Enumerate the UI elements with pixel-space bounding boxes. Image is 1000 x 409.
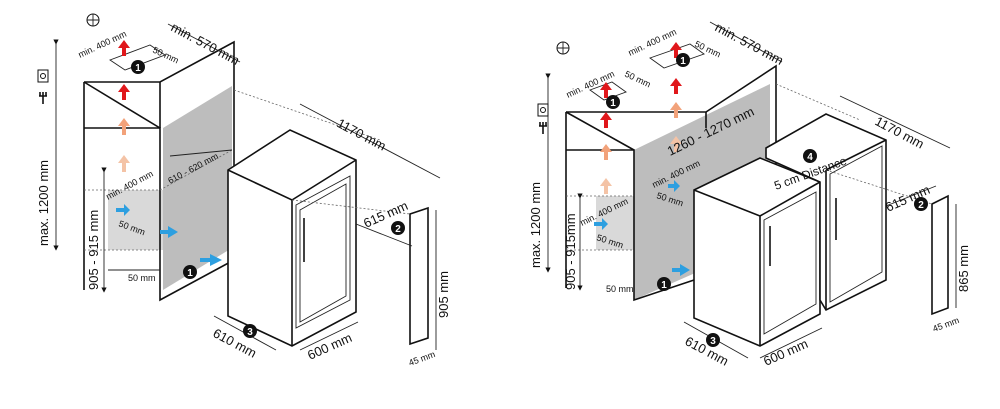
right-label-max-1200: max. 1200 mm (528, 182, 543, 268)
left-label-top-50: 50 mm (151, 45, 180, 66)
right-label-min-570: min. 570 mm (713, 19, 786, 68)
left-badge-1: 1 (183, 265, 197, 279)
arrow-up-orange-icon (600, 144, 612, 160)
left-label-bottom-50: 50 mm (128, 273, 156, 283)
left-badge-top-label: 1 (135, 63, 141, 74)
arrow-up-red-icon (670, 78, 682, 94)
arrow-up-red-icon (600, 112, 612, 128)
right-badge-1-label: 1 (661, 280, 667, 291)
left-badge-2: 2 (391, 221, 405, 235)
right-badge-1: 1 (657, 277, 671, 291)
left-label-1170: 1170 mm (335, 115, 389, 153)
right-socket-icon (537, 103, 549, 117)
right-diagram: 1 1 1 2 3 4 min. 570 mm min. 400 mm 50 m… (528, 19, 971, 368)
arrow-blue-icon (116, 204, 130, 216)
right-label-45: 45 mm (931, 315, 960, 334)
left-label-905-915: 905 - 915 mm (86, 210, 101, 290)
left-badge-1-label: 1 (187, 268, 193, 279)
arrow-up-orange-icon (670, 102, 682, 118)
left-airflow-arrows (116, 40, 222, 266)
right-badge-4-label: 4 (807, 152, 813, 163)
right-label-905-915: 905 - 915mm (563, 213, 578, 290)
right-label-50-b: 50 mm (623, 69, 652, 90)
right-badge-top-2-label: 1 (610, 98, 616, 109)
right-appliance-back (765, 113, 949, 316)
right-airflow-arrows (594, 42, 690, 276)
right-badge-3-label: 3 (710, 336, 716, 347)
arrow-up-peach-icon (600, 178, 612, 194)
left-badge-2-label: 2 (395, 224, 401, 235)
right-plug-icon (539, 122, 547, 134)
left-socket-icon (37, 69, 49, 83)
left-badge-3-label: 3 (247, 327, 253, 338)
arrow-blue-icon (672, 264, 690, 276)
right-label-min-400-b: min. 400 mm (565, 69, 616, 100)
left-badge-3: 3 (243, 324, 257, 338)
left-diagram: 1 1 2 3 min. 570 mm min. 400 mm 50 mm ma… (36, 13, 451, 368)
left-top-vent (109, 44, 166, 71)
left-badge-top: 1 (131, 60, 145, 74)
arrow-up-red-icon (670, 42, 682, 58)
right-label-bottom-50: 50 mm (606, 284, 634, 294)
right-badge-4: 4 (803, 149, 817, 163)
right-badge-3: 3 (706, 333, 720, 347)
arrow-blue-icon (200, 254, 222, 266)
arrow-up-red-icon (118, 40, 130, 56)
right-badge-top-1-label: 1 (680, 56, 686, 67)
right-badge-top-2: 1 (606, 95, 620, 109)
arrow-blue-icon (594, 218, 608, 230)
arrow-up-peach-icon (670, 136, 682, 152)
left-water-icon (86, 13, 100, 27)
left-label-max-1200: max. 1200 mm (36, 160, 51, 246)
right-label-min-400-a: min. 400 mm (627, 27, 678, 58)
arrow-up-red-icon (600, 82, 612, 98)
arrow-blue-icon (160, 226, 178, 238)
arrow-blue-icon (668, 180, 680, 192)
arrow-up-peach-icon (118, 155, 130, 172)
right-badge-2-label: 2 (918, 200, 924, 211)
arrow-up-red-icon (118, 84, 130, 100)
right-label-865: 865 mm (956, 245, 971, 292)
right-water-icon (556, 41, 570, 55)
left-appliance (227, 129, 429, 347)
left-label-min-400-top: min. 400 mm (77, 29, 128, 60)
left-plug-icon (39, 92, 47, 104)
right-badge-top-1: 1 (676, 53, 690, 67)
right-badge-2: 2 (914, 197, 928, 211)
left-label-905: 905 mm (436, 271, 451, 318)
right-appliance-front (693, 157, 821, 347)
arrow-up-orange-icon (118, 118, 130, 135)
left-label-45: 45 mm (407, 349, 436, 368)
